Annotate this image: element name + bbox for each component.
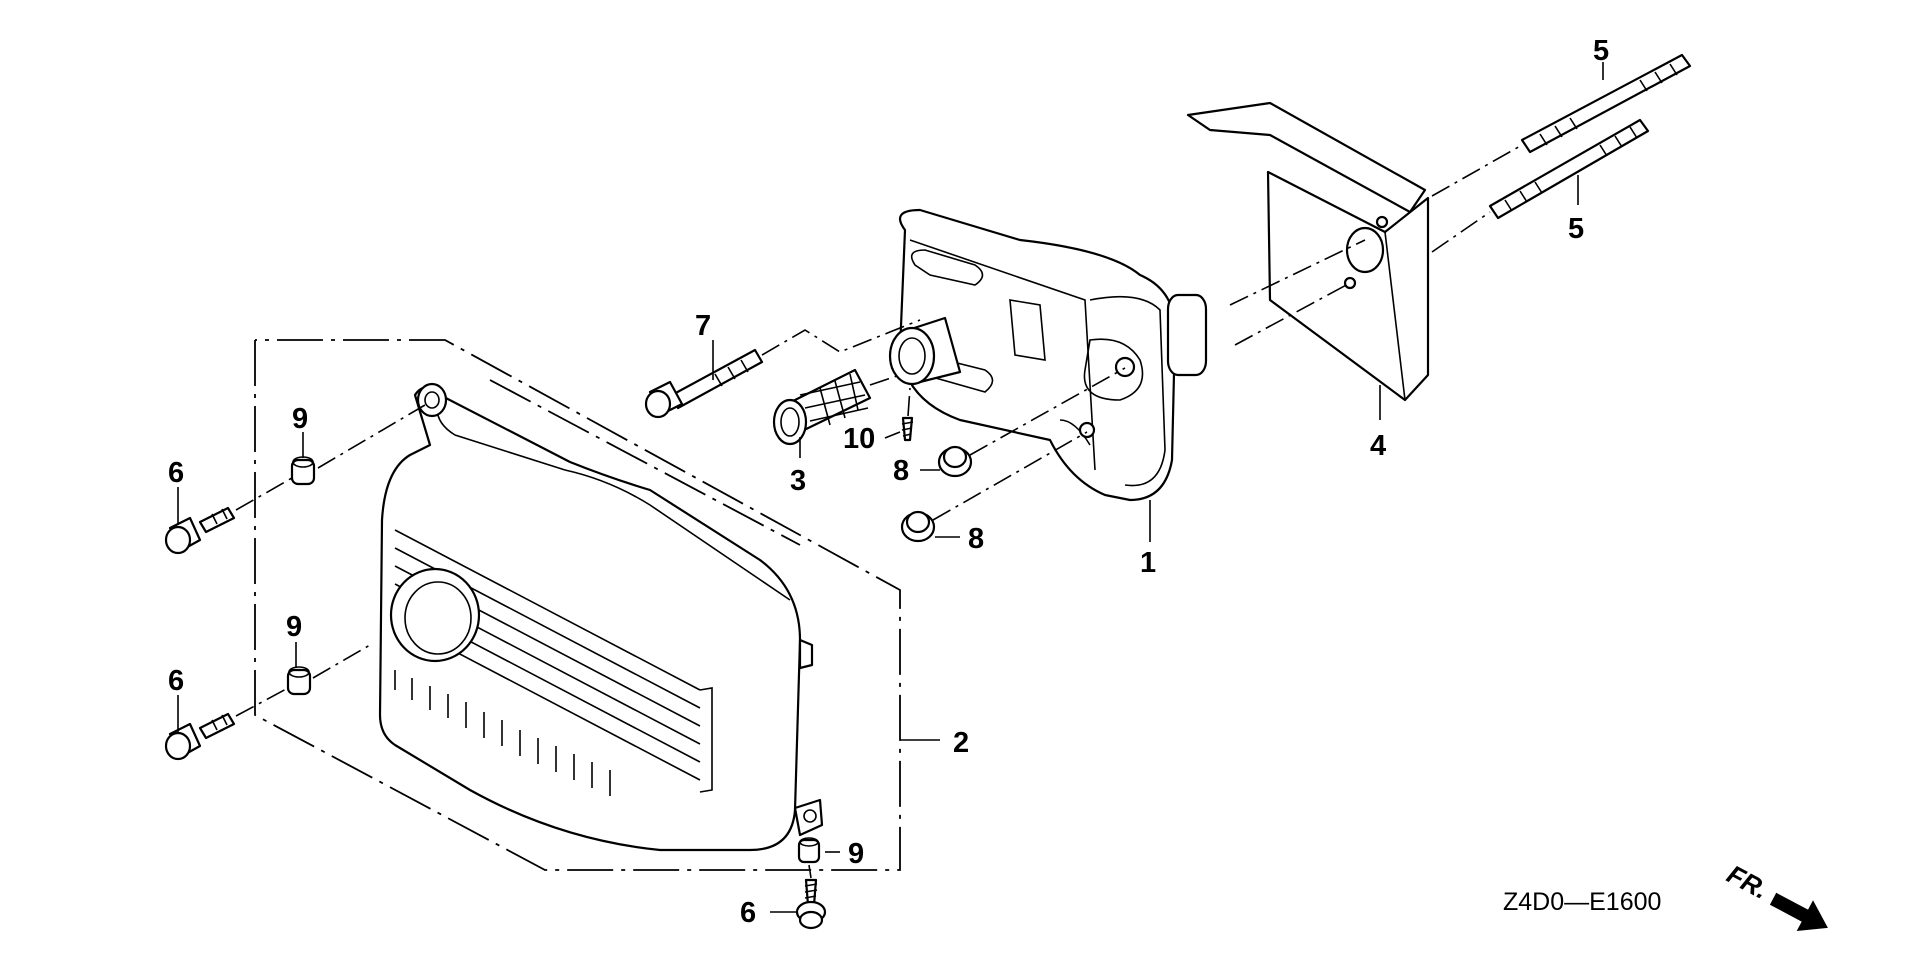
flange-bolt-upper-left xyxy=(164,506,236,555)
tapping-screw xyxy=(901,416,914,442)
heat-shield-plate xyxy=(1186,101,1430,402)
front-direction-label: FR. xyxy=(1722,859,1773,905)
callout-8-lower: 8 xyxy=(968,523,984,555)
muffler-body xyxy=(888,208,1208,502)
callout-1: 1 xyxy=(1140,547,1156,579)
collar-mid-left xyxy=(286,666,312,696)
callout-10: 10 xyxy=(843,423,875,455)
spark-arrester-screen xyxy=(772,368,872,446)
callout-2: 2 xyxy=(953,727,969,759)
callout-9-upper: 9 xyxy=(292,403,308,435)
flange-bolt-bottom xyxy=(795,878,827,930)
callout-5-lower: 5 xyxy=(1568,213,1584,245)
callout-3: 3 xyxy=(790,465,806,497)
flange-bolt-lower-left xyxy=(164,712,236,761)
flange-nut-lower xyxy=(900,510,936,543)
callout-7: 7 xyxy=(695,310,711,342)
diagram-reference-code: Z4D0—E1600 xyxy=(1503,888,1661,916)
callout-8-upper: 8 xyxy=(893,455,909,487)
callout-9-middle: 9 xyxy=(286,611,302,643)
collar-upper-left xyxy=(290,456,316,486)
callout-4: 4 xyxy=(1370,430,1386,462)
flange-nut-upper xyxy=(937,445,973,478)
muffler-protector-cover xyxy=(378,382,824,852)
callout-6-bottom: 6 xyxy=(740,897,756,929)
collar-bottom xyxy=(797,837,821,864)
callout-5-upper: 5 xyxy=(1593,35,1609,67)
callout-9-bottom: 9 xyxy=(848,838,864,870)
stud-bolt-lower xyxy=(1488,118,1650,220)
front-direction-arrow-icon xyxy=(1769,892,1828,932)
callout-6-middle: 6 xyxy=(168,665,184,697)
long-flange-bolt xyxy=(644,348,764,419)
stud-bolt-upper xyxy=(1520,53,1692,154)
front-direction-indicator: FR. xyxy=(1722,859,1828,932)
cover-group-phantom-outline xyxy=(254,339,901,871)
callout-6-upper: 6 xyxy=(168,457,184,489)
